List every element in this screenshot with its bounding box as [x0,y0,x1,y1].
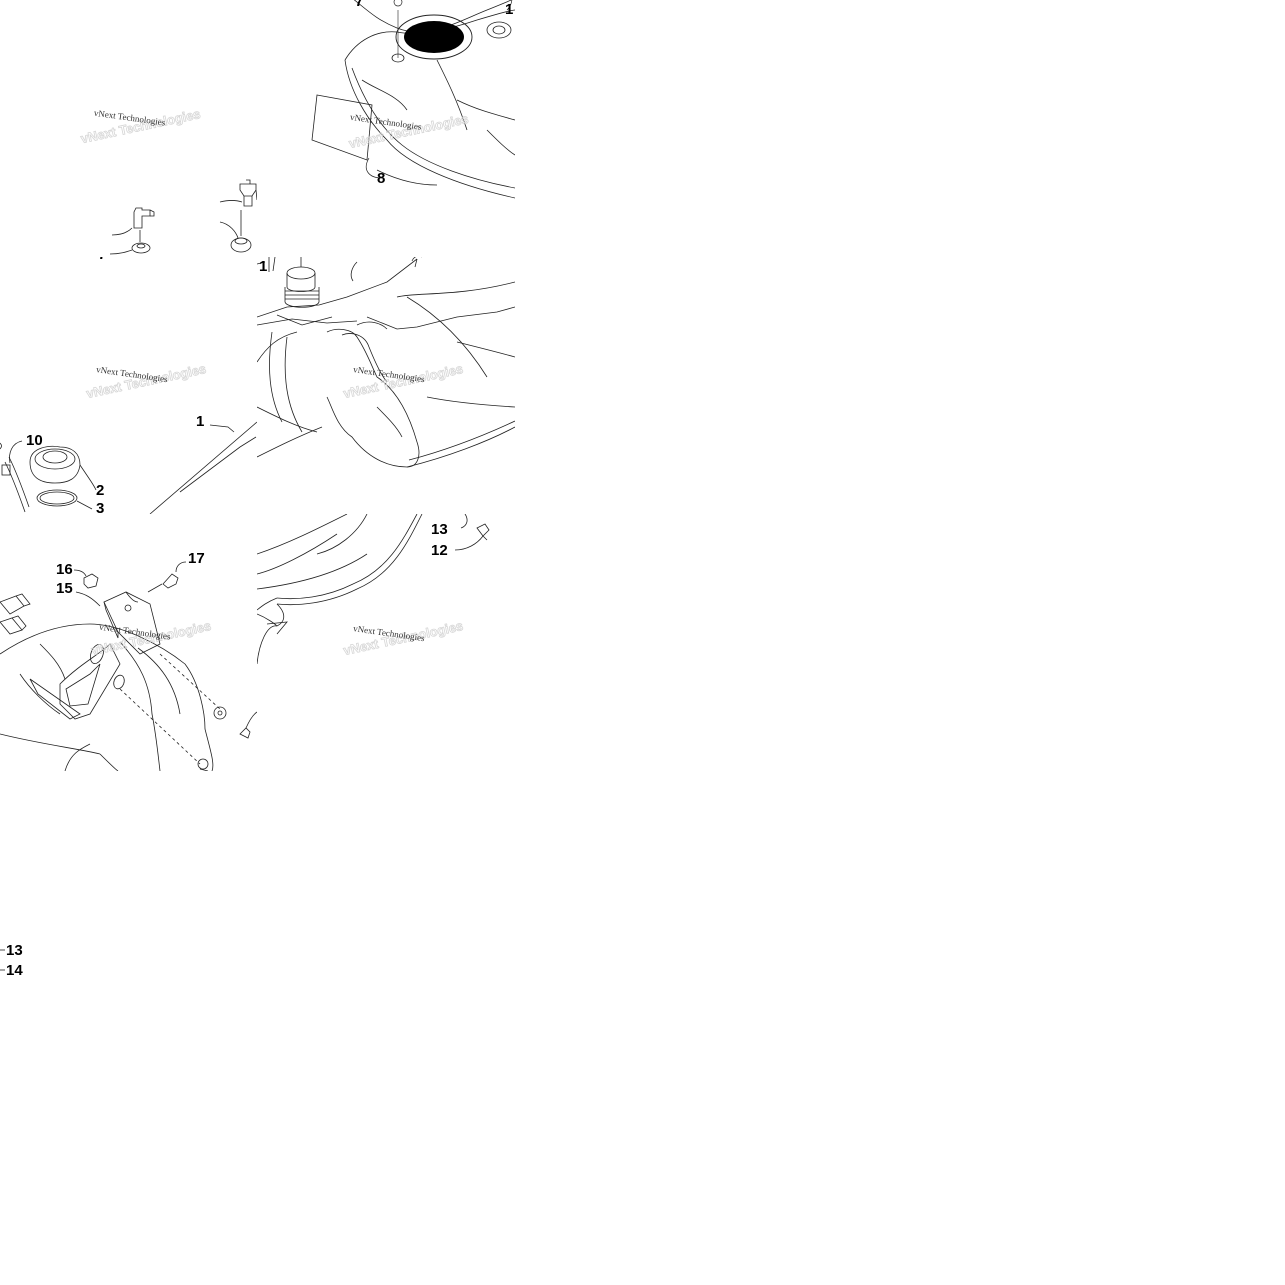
callout-7: 7 [355,0,364,10]
callout-10: 10 [26,432,43,449]
tile-small-parts [0,170,257,257]
callout-8: 8 [377,170,386,187]
tile-orphan-callouts: 13 14 [0,930,60,990]
callout-14: 14 [6,962,23,979]
tile-mid-right: vNext Technologies vNext Technologies 1 … [257,257,515,514]
callout-15: 15 [56,580,73,597]
tile-top-left: vNext Technologies vNext Technologies [0,0,257,257]
mounting-bracket-drawing: vNext Technologies vNext Technologies [0,561,257,771]
tile-mid-left: vNext Technologies vNext Technologies 4 … [0,257,257,514]
leader-8 [365,157,383,179]
callout-13: 13 [6,942,23,959]
tank-underside-drawing: vNext Technologies vNext Technologies [257,514,490,665]
filler-opening [404,21,464,53]
callout-1: 1 [505,1,514,18]
callout-1: 1 [259,258,268,275]
callout-13: 13 [431,521,448,538]
callout-16: 16 [56,561,73,578]
small-parts-drawing [109,179,257,255]
callout-17: 17 [188,550,205,567]
orphan-leaders [0,949,5,971]
callout-1: 1 [196,413,205,430]
fittings-drawing: vNext Technologies vNext Technologies [0,361,257,514]
tile-bottom-left: vNext Technologies vNext Technologies 16… [0,514,257,771]
tile-bottom-right: vNext Technologies vNext Technologies 13… [257,514,515,771]
callout-7: 7 [98,257,106,262]
leader-1 [506,0,513,11]
tile-top-right: vNext Technologies vNext Technologies 7 … [257,0,515,257]
filler-ring [395,14,473,60]
fuel-tank-top-drawing: vNext Technologies vNext Technologies [311,0,515,199]
callout-3: 3 [96,500,105,514]
tile-top-left-drawing: vNext Technologies vNext Technologies [79,106,202,147]
fitting-port [486,21,512,39]
callout-12: 12 [431,542,448,559]
tank-filler-drawing: vNext Technologies vNext Technologies [257,257,515,468]
callout-2: 2 [96,482,105,499]
